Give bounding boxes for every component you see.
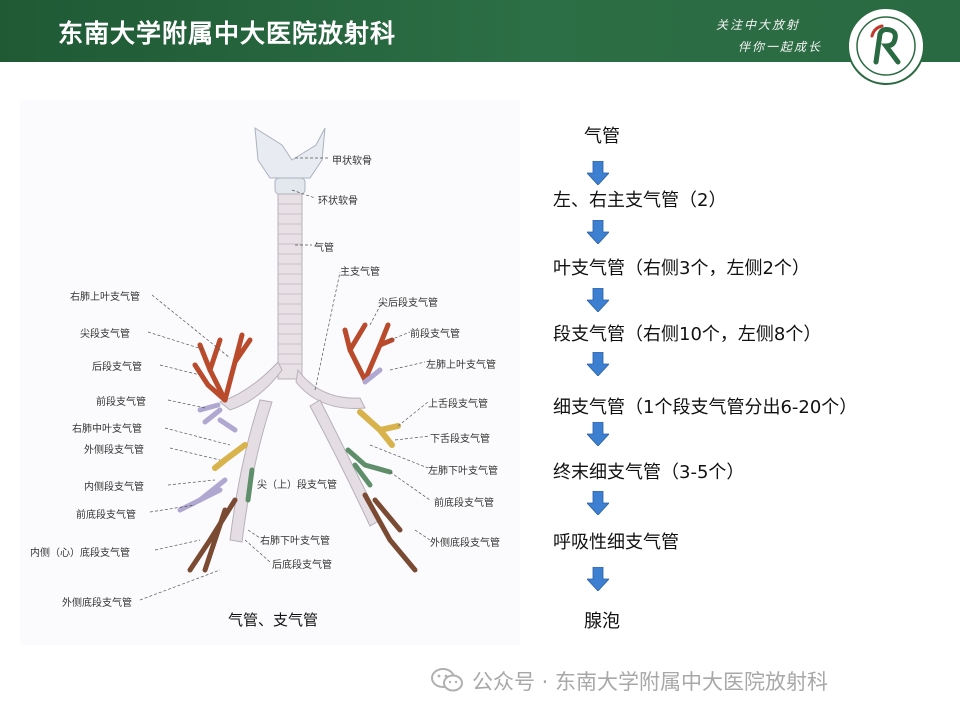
label-right-lower-lobe: 右肺下叶支气管 (260, 536, 330, 547)
slogan-line-1: 关注中大放射 (716, 18, 801, 32)
flow-step-main-bronchi: 左、右主支气管（2） (553, 190, 727, 211)
flow-step-trachea: 气管 (584, 126, 620, 147)
down-arrow-icon (587, 491, 609, 515)
slide-title: 东南大学附属中大医院放射科 (58, 19, 397, 48)
label-main-bronchus: 主支气管 (340, 267, 380, 278)
label-posterior: 后段支气管 (92, 362, 142, 373)
down-arrow-icon (587, 352, 609, 376)
label-anterior-basal-right: 前底段支气管 (76, 510, 136, 521)
figure-caption: 气管、支气管 (228, 611, 319, 629)
label-lateral-basal-left: 外侧底段支气管 (430, 538, 500, 549)
label-superior-lingular: 上舌段支气管 (428, 399, 488, 410)
department-logo (847, 7, 925, 85)
label-apical: 尖段支气管 (80, 329, 130, 340)
label-right-middle-lobe: 右肺中叶支气管 (72, 424, 142, 435)
flow-step-respiratory-bronchioles: 呼吸性细支气管 (553, 532, 679, 553)
slogan-line-2: 伴你一起成长 (738, 40, 823, 54)
flow-step-lobar-bronchi: 叶支气管（右侧3个，左侧2个） (553, 258, 810, 279)
down-arrow-icon (587, 288, 609, 312)
label-medial-basal: 内侧（心）底段支气管 (30, 548, 130, 559)
label-medial: 内侧段支气管 (84, 482, 144, 493)
label-anterior-left: 前段支气管 (410, 329, 460, 340)
label-left-upper-lobe: 左肺上叶支气管 (426, 360, 496, 371)
flow-step-acinus: 腺泡 (584, 611, 620, 632)
label-right-upper-lobe: 右肺上叶支气管 (70, 292, 140, 303)
label-apicoposterior: 尖后段支气管 (378, 298, 438, 309)
label-left-lower-lobe: 左肺下叶支气管 (428, 466, 498, 477)
down-arrow-icon (587, 161, 609, 185)
label-lateral: 外侧段支气管 (84, 445, 144, 456)
flow-step-bronchioles: 细支气管（1个段支气管分出6-20个） (553, 397, 858, 418)
label-posterior-basal: 后底段支气管 (272, 560, 332, 571)
label-inferior-lingular: 下舌段支气管 (430, 434, 490, 445)
down-arrow-icon (587, 220, 609, 244)
header-bar: 东南大学附属中大医院放射科 关注中大放射 伴你一起成长 (0, 0, 960, 62)
flow-step-segmental-bronchi: 段支气管（右侧10个，左侧8个） (553, 324, 822, 345)
label-lateral-basal-right: 外侧底段支气管 (62, 598, 132, 609)
footer-watermark: 公众号 · 东南大学附属中大医院放射科 (472, 670, 829, 694)
bronchial-tree-illustration (20, 100, 520, 645)
down-arrow-icon (587, 567, 609, 591)
label-superior-segment: 尖（上）段支气管 (257, 480, 337, 491)
wechat-icon (431, 668, 463, 692)
down-arrow-icon (587, 422, 609, 446)
label-cricoid: 环状软骨 (318, 196, 358, 207)
label-anterior-right: 前段支气管 (96, 397, 146, 408)
bronchial-tree-figure: 甲状软骨 环状软骨 气管 主支气管 尖后段支气管 前段支气管 左肺上叶支气管 上… (20, 100, 520, 645)
label-anterior-basal-left: 前底段支气管 (434, 498, 494, 509)
flow-step-terminal-bronchioles: 终末细支气管（3-5个） (553, 462, 745, 483)
label-trachea: 气管 (314, 243, 334, 254)
label-thyroid: 甲状软骨 (332, 156, 372, 167)
